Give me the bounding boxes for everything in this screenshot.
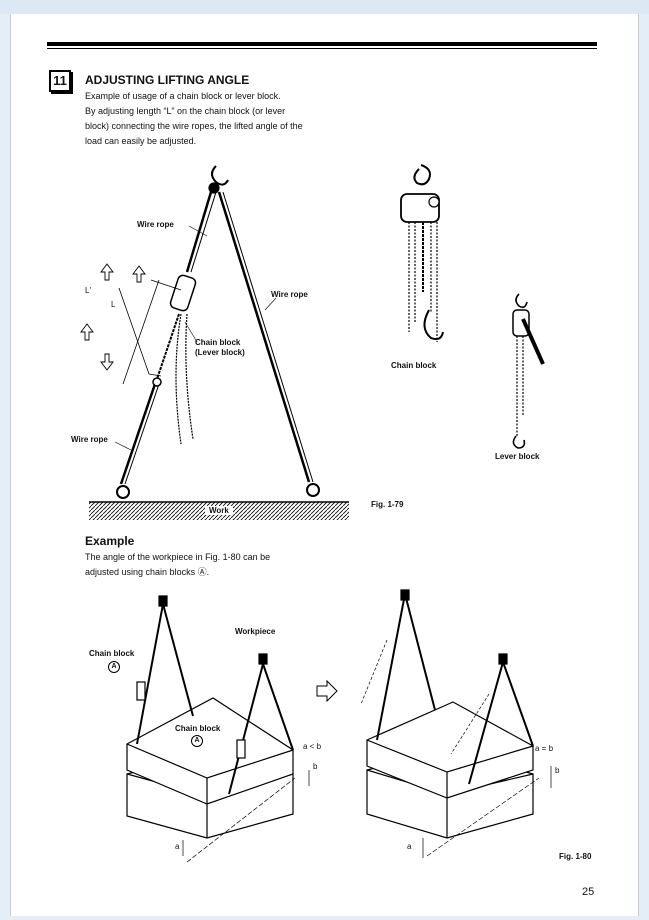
marker-a-1: A <box>108 661 120 673</box>
fig80-left-workpiece <box>126 595 310 863</box>
label-chain-block-line2: (Lever block) <box>195 348 245 357</box>
illustrations <box>80 164 552 863</box>
label-workpiece: Workpiece <box>235 627 276 636</box>
figure-caption-1-79: Fig. 1-79 <box>371 500 404 509</box>
intro-line: Example of usage of a chain block or lev… <box>85 91 281 101</box>
header-rule-thin <box>47 48 597 49</box>
label-b-left: b <box>313 762 318 771</box>
fig80-right-workpiece <box>360 589 552 858</box>
label-a-left: a <box>175 842 180 851</box>
section-title: ADJUSTING LIFTING ANGLE <box>85 73 250 87</box>
transition-arrow-icon <box>316 679 338 703</box>
intro-line: block) connecting the wire ropes, the li… <box>85 121 303 131</box>
label-work: Work <box>205 506 233 515</box>
label-a-eq-b: a = b <box>535 744 554 753</box>
intro-line: By adjusting length “L” on the chain blo… <box>85 106 286 116</box>
label-wire-rope-left: Wire rope <box>71 435 108 444</box>
section-intro: Example of usage of a chain block or lev… <box>85 89 345 149</box>
marker-a-2: A <box>191 735 203 747</box>
fig79-sling-diagram <box>80 165 349 520</box>
example-text: The angle of the workpiece in Fig. 1-80 … <box>85 550 270 580</box>
label-a-right: a <box>407 842 412 851</box>
label-dim-l: L <box>111 300 116 309</box>
lever-block-illustration <box>512 293 545 449</box>
label-wire-rope-top: Wire rope <box>137 220 174 229</box>
viewer-top-bar <box>0 0 649 14</box>
label-lever-block: Lever block <box>495 452 540 461</box>
example-line: The angle of the workpiece in Fig. 1-80 … <box>85 552 271 562</box>
example-heading: Example <box>85 534 135 548</box>
chain-block-illustration <box>400 164 444 342</box>
page-number: 25 <box>582 886 595 898</box>
label-chain-block-b: Chain block <box>175 724 221 733</box>
label-b-right: b <box>555 766 560 775</box>
figure-caption-1-80: Fig. 1-80 <box>559 852 592 861</box>
header-rule-thick <box>47 42 597 46</box>
document-page: 11 ADJUSTING LIFTING ANGLE Example of us… <box>10 14 639 916</box>
intro-line: load can easily be adjusted. <box>85 136 197 146</box>
label-chain-block: Chain block <box>391 361 437 370</box>
label-chain-block-line1: Chain block <box>195 338 241 347</box>
section-number: 11 <box>49 70 71 92</box>
label-wire-rope-right: Wire rope <box>271 290 308 299</box>
label-a-lt-b: a < b <box>303 742 322 751</box>
label-chain-block-a: Chain block <box>89 649 135 658</box>
label-dim-l-prime: L' <box>85 286 91 295</box>
example-line: adjusted using chain blocks Ⓐ. <box>85 567 210 577</box>
